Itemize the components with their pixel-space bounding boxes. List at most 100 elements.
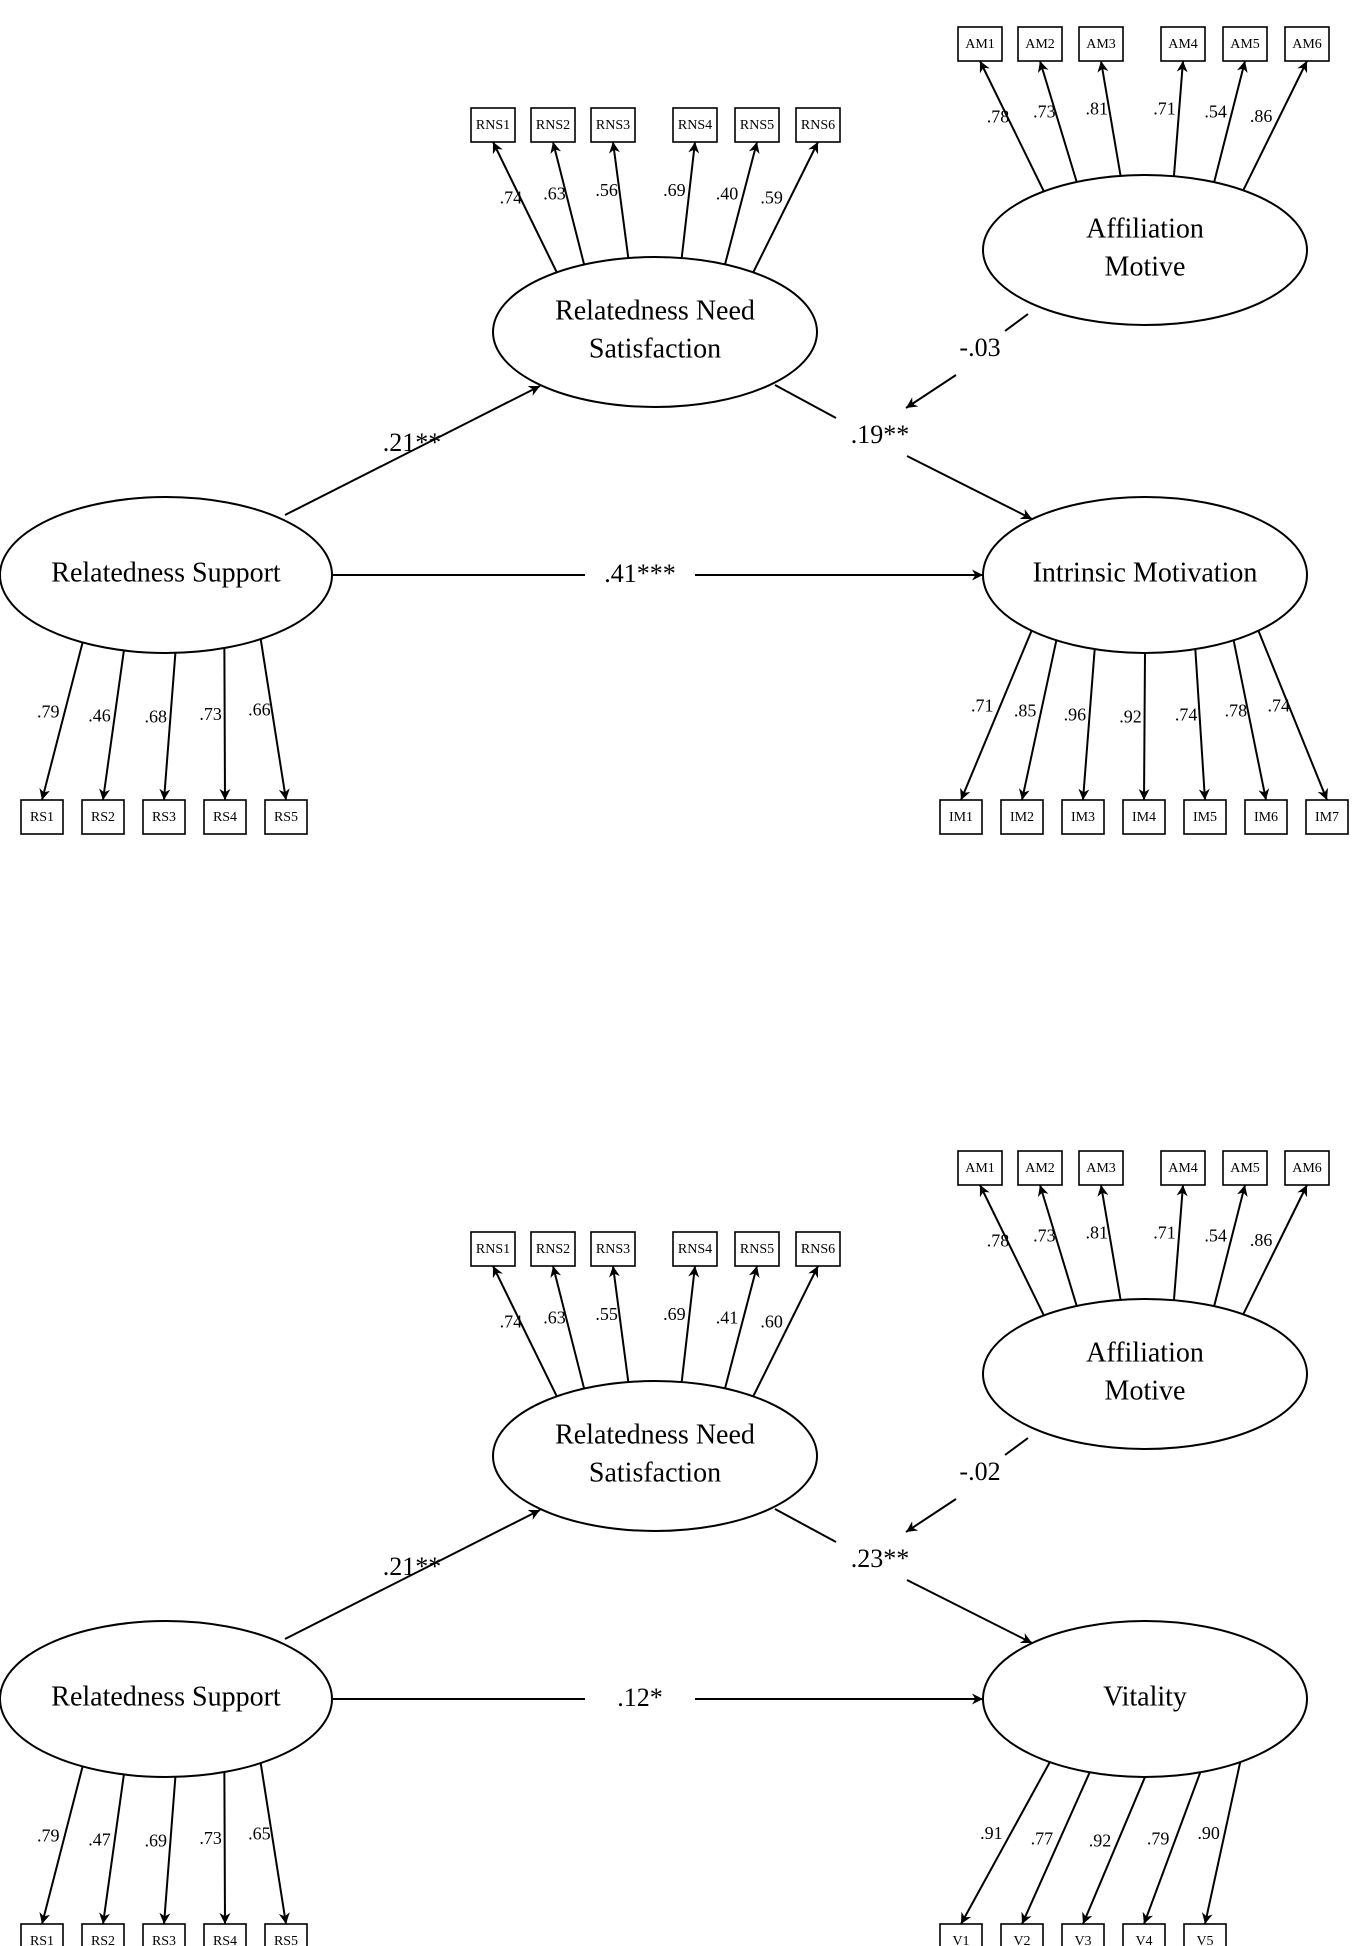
indicator-box (142, 1923, 186, 1946)
indicator-label: IM5 (1193, 810, 1217, 825)
path-arrow-rns-out (906, 455, 1033, 520)
loading-arrow-am-6 (1242, 1184, 1308, 1315)
loading-value: .79 (1147, 1828, 1170, 1848)
indicator-box (734, 1231, 780, 1267)
loading-arrow-am-1 (979, 1184, 1045, 1316)
indicator-im3: IM3 (1061, 799, 1105, 835)
indicator-am4: AM4 (1160, 1150, 1206, 1186)
latent-label: Motive (1105, 251, 1186, 282)
indicator-box (203, 1923, 247, 1946)
loading-arrow-rns-6 (752, 141, 819, 273)
loading-value: .55 (595, 1304, 618, 1324)
latent-label: Affiliation (1086, 213, 1204, 244)
loading-value: .86 (1250, 106, 1273, 126)
indicator-box (1078, 26, 1124, 62)
loading-value: .65 (248, 1824, 271, 1844)
indicator-im1: IM1 (939, 799, 983, 835)
indicator-am5: AM5 (1222, 1150, 1268, 1186)
loading-value: .71 (1153, 1223, 1176, 1243)
indicator-v4: V4 (1122, 1923, 1166, 1946)
loading-arrow-rs-3 (159, 652, 177, 801)
moderation-segment (1004, 313, 1029, 332)
path-segment-rns-out (774, 384, 837, 419)
loading-arrow-rns-6 (752, 1265, 819, 1397)
loading-value: .86 (1250, 1230, 1273, 1250)
loading-arrow-rns-3 (608, 141, 630, 259)
indicator-rs4: RS4 (203, 1923, 247, 1946)
loading-value: .74 (1267, 695, 1290, 715)
indicator-rs2: RS2 (81, 799, 125, 835)
loading-value: .81 (1086, 99, 1109, 119)
loading-arrow-am-2 (1037, 1184, 1078, 1307)
indicator-rns5: RNS5 (734, 1231, 780, 1267)
indicator-label: AM4 (1168, 1161, 1198, 1176)
indicator-box (1000, 1923, 1044, 1946)
indicator-rns6: RNS6 (795, 107, 841, 143)
indicator-box (203, 799, 247, 835)
indicator-label: AM5 (1230, 1161, 1260, 1176)
indicator-label: RNS6 (801, 1242, 835, 1257)
indicator-label: AM2 (1025, 37, 1055, 52)
latent-label: Relatedness Support (51, 557, 281, 588)
indicator-label: AM2 (1025, 1161, 1055, 1176)
latent-out: Intrinsic Motivation (982, 496, 1308, 654)
loading-value: .69 (663, 180, 686, 200)
latent-label: Affiliation (1086, 1337, 1204, 1368)
moderation-arrow-am (905, 374, 957, 409)
path-coefficient-rns-out: .23** (851, 1544, 910, 1573)
loading-value: .73 (199, 1828, 222, 1848)
loading-value: .69 (144, 1831, 167, 1851)
indicator-label: RNS4 (678, 1242, 712, 1257)
indicator-box (590, 1231, 636, 1267)
loading-value: .78 (987, 1230, 1010, 1250)
indicator-box (1284, 26, 1330, 62)
indicator-label: RNS5 (740, 118, 774, 133)
indicator-label: IM3 (1071, 810, 1095, 825)
indicator-box (1017, 1150, 1063, 1186)
indicator-rns6: RNS6 (795, 1231, 841, 1267)
indicator-label: IM1 (949, 810, 973, 825)
indicator-label: V5 (1196, 1934, 1213, 1946)
loading-value: .74 (1175, 705, 1198, 725)
latent-label: Vitality (1103, 1681, 1187, 1712)
indicator-label: RNS5 (740, 1242, 774, 1257)
indicator-box (1244, 799, 1288, 835)
indicator-im6: IM6 (1244, 799, 1288, 835)
indicator-im4: IM4 (1122, 799, 1166, 835)
loading-arrow-out-6 (1232, 640, 1270, 801)
moderation-coefficient: -.02 (959, 1457, 1000, 1486)
indicator-im7: IM7 (1305, 799, 1349, 835)
indicator-label: RNS3 (596, 1242, 630, 1257)
indicator-v1: V1 (939, 1923, 983, 1946)
loading-value: .73 (1033, 1226, 1056, 1246)
loading-value: .92 (1089, 1831, 1112, 1851)
loading-value: .79 (37, 701, 60, 721)
indicator-am5: AM5 (1222, 26, 1268, 62)
loading-value: .71 (971, 695, 994, 715)
loading-arrow-am-5 (1213, 60, 1248, 183)
indicator-rs5: RS5 (264, 1923, 308, 1946)
loading-value: .69 (663, 1304, 686, 1324)
indicator-box (81, 1923, 125, 1946)
indicator-rs1: RS1 (20, 799, 64, 835)
loading-value: .77 (1031, 1828, 1054, 1848)
indicator-rs1: RS1 (20, 1923, 64, 1946)
loading-arrow-am-3 (1097, 1184, 1122, 1301)
indicator-box (470, 107, 516, 143)
loading-arrow-rns-2 (550, 141, 586, 265)
indicator-label: RS4 (213, 810, 237, 825)
loading-value: .73 (199, 704, 222, 724)
path-coefficient-rns-out: .19** (851, 420, 910, 449)
loading-value: .46 (88, 705, 111, 725)
loading-value: .40 (716, 183, 739, 203)
indicator-box (20, 1923, 64, 1946)
indicator-box (734, 107, 780, 143)
loading-arrow-out-4 (1138, 652, 1150, 801)
indicator-am2: AM2 (1017, 26, 1063, 62)
panel-vitality-model: RS1.79RS2.47RS3.69RS4.73RS5.65Relatednes… (0, 1150, 1330, 1946)
indicator-box (1122, 799, 1166, 835)
indicator-box (1061, 1923, 1105, 1946)
indicator-box (672, 1231, 718, 1267)
